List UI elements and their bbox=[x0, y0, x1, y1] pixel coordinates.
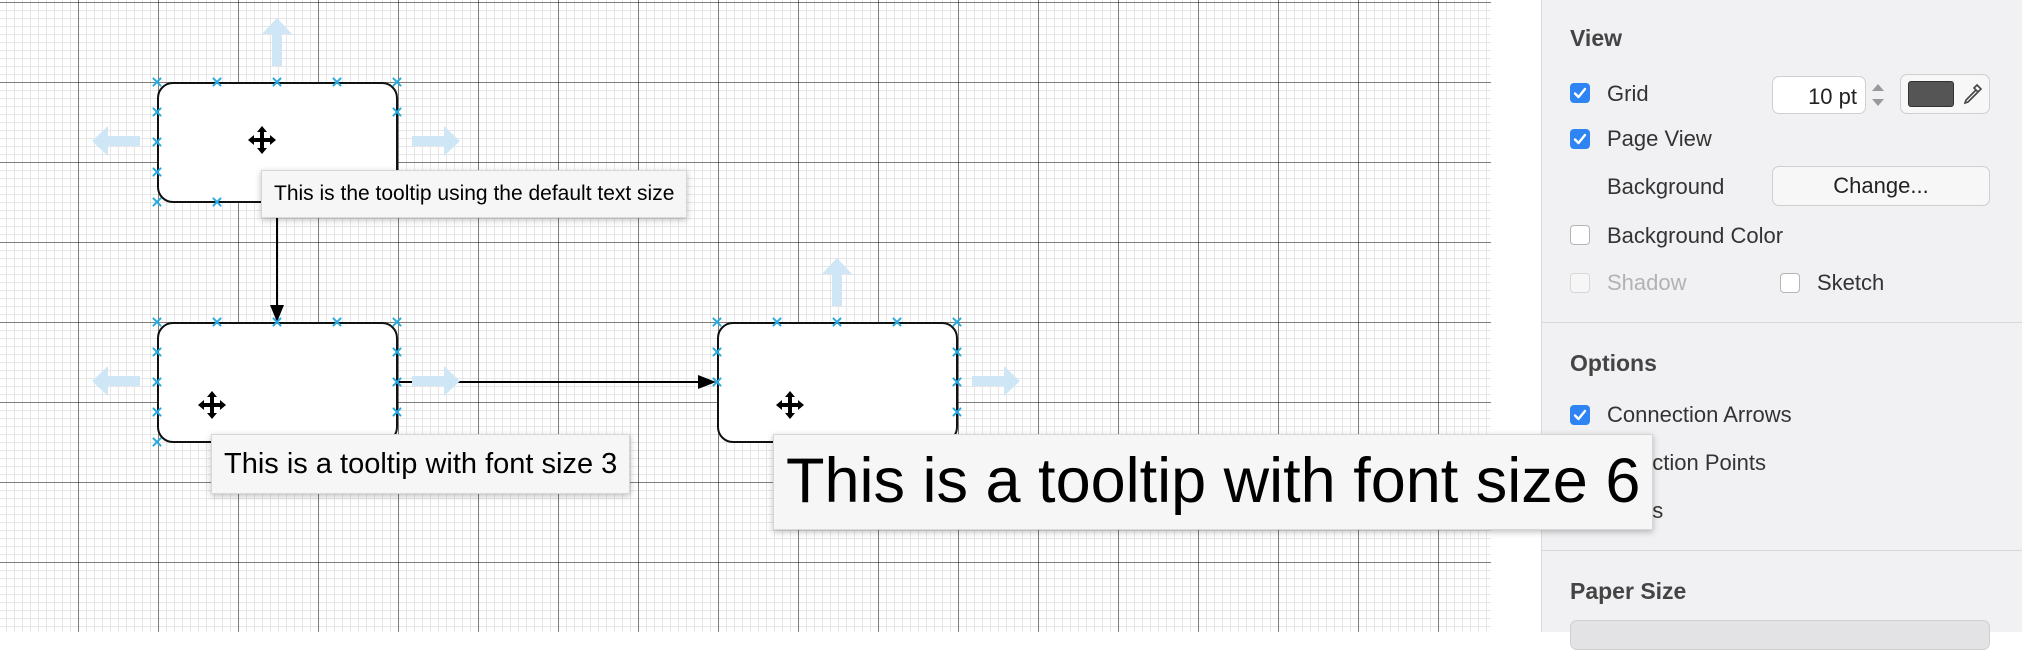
connection-point-marker[interactable] bbox=[152, 407, 162, 417]
connection-point-marker[interactable] bbox=[392, 77, 402, 87]
connection-point-marker[interactable] bbox=[892, 317, 902, 327]
connection-point-marker[interactable] bbox=[152, 137, 162, 147]
hint-arrow-right-icon[interactable] bbox=[412, 126, 460, 156]
eyedropper-icon bbox=[1963, 83, 1983, 105]
connection-point-marker[interactable] bbox=[152, 107, 162, 117]
format-panel: View Grid 10 pt Page View Background Cha… bbox=[1541, 0, 2022, 650]
connection-point-marker[interactable] bbox=[712, 377, 722, 387]
connection-point-marker[interactable] bbox=[272, 77, 282, 87]
grid-size-value: 10 pt bbox=[1808, 84, 1857, 109]
connection-arrows-label: Connection Arrows bbox=[1607, 402, 1792, 427]
connection-point-marker[interactable] bbox=[272, 317, 282, 327]
connection-point-marker[interactable] bbox=[212, 77, 222, 87]
connection-point-marker[interactable] bbox=[152, 317, 162, 327]
hint-arrow-right-icon[interactable] bbox=[972, 366, 1020, 396]
connection-point-marker[interactable] bbox=[392, 407, 402, 417]
connection-point-marker[interactable] bbox=[152, 437, 162, 447]
page-view-checkbox[interactable] bbox=[1570, 129, 1590, 149]
divider bbox=[1542, 550, 2022, 551]
rounded-rectangle-shape[interactable] bbox=[717, 322, 958, 443]
connection-point-marker[interactable] bbox=[152, 167, 162, 177]
connection-point-marker[interactable] bbox=[952, 317, 962, 327]
grid-label: Grid bbox=[1607, 81, 1649, 106]
connection-point-marker[interactable] bbox=[332, 77, 342, 87]
grid-size-input[interactable]: 10 pt bbox=[1772, 76, 1866, 114]
connection-point-marker[interactable] bbox=[332, 317, 342, 327]
diagram-canvas[interactable]: This is the tooltip using the default te… bbox=[0, 0, 1491, 632]
page-view-label: Page View bbox=[1607, 126, 1712, 151]
connection-point-marker[interactable] bbox=[212, 317, 222, 327]
divider bbox=[1542, 322, 2022, 323]
hint-arrow-left-icon[interactable] bbox=[92, 366, 140, 396]
connection-point-marker[interactable] bbox=[772, 317, 782, 327]
connection-points-label: ection Points bbox=[1640, 450, 1766, 475]
move-cursor-icon bbox=[775, 390, 805, 420]
canvas-margin bbox=[1491, 0, 1541, 632]
sketch-label: Sketch bbox=[1817, 270, 1885, 295]
change-background-button[interactable]: Change... bbox=[1772, 166, 1990, 206]
connection-point-marker[interactable] bbox=[152, 77, 162, 87]
hint-arrow-up-icon[interactable] bbox=[262, 18, 292, 66]
grid-size-stepper[interactable] bbox=[1868, 76, 1888, 114]
grid-color-button[interactable] bbox=[1900, 74, 1990, 114]
background-label: Background bbox=[1607, 174, 1725, 199]
hint-arrow-left-icon[interactable] bbox=[92, 126, 140, 156]
tooltip-font-size-3: This is a tooltip with font size 3 bbox=[211, 434, 631, 494]
paper-size-select[interactable] bbox=[1570, 620, 1990, 650]
rounded-rectangle-shape[interactable] bbox=[157, 322, 398, 443]
connection-point-marker[interactable] bbox=[152, 197, 162, 207]
sketch-checkbox[interactable] bbox=[1780, 273, 1800, 293]
connection-point-marker[interactable] bbox=[392, 107, 402, 117]
section-title-paper-size: Paper Size bbox=[1570, 578, 1687, 604]
arrowhead-right bbox=[698, 375, 716, 389]
connection-point-marker[interactable] bbox=[952, 407, 962, 417]
connection-point-marker[interactable] bbox=[712, 317, 722, 327]
connection-point-marker[interactable] bbox=[952, 347, 962, 357]
shadow-label: Shadow bbox=[1607, 270, 1687, 295]
section-title-options: Options bbox=[1570, 350, 1657, 376]
connection-point-marker[interactable] bbox=[712, 347, 722, 357]
connection-point-marker[interactable] bbox=[392, 317, 402, 327]
connection-point-marker[interactable] bbox=[152, 377, 162, 387]
connection-point-marker[interactable] bbox=[952, 377, 962, 387]
tooltip-default-size: This is the tooltip using the default te… bbox=[261, 170, 688, 218]
connection-arrows-checkbox[interactable] bbox=[1570, 405, 1590, 425]
shadow-checkbox bbox=[1570, 273, 1590, 293]
connection-point-marker[interactable] bbox=[212, 197, 222, 207]
tooltip-font-size-6: This is a tooltip with font size 6 bbox=[773, 434, 1654, 530]
move-cursor-icon bbox=[197, 390, 227, 420]
connection-point-marker[interactable] bbox=[392, 347, 402, 357]
move-cursor-icon bbox=[247, 125, 277, 155]
connection-point-marker[interactable] bbox=[152, 347, 162, 357]
section-title-view: View bbox=[1570, 25, 1622, 51]
hint-arrow-up-icon[interactable] bbox=[822, 258, 852, 306]
background-color-label: Background Color bbox=[1607, 223, 1784, 248]
background-color-checkbox[interactable] bbox=[1570, 225, 1590, 245]
hint-arrow-right-icon[interactable] bbox=[412, 366, 460, 396]
grid-checkbox[interactable] bbox=[1570, 83, 1590, 103]
arrowhead-down bbox=[270, 305, 284, 322]
connection-point-marker[interactable] bbox=[832, 317, 842, 327]
connection-point-marker[interactable] bbox=[392, 377, 402, 387]
grid-color-swatch bbox=[1908, 81, 1954, 107]
